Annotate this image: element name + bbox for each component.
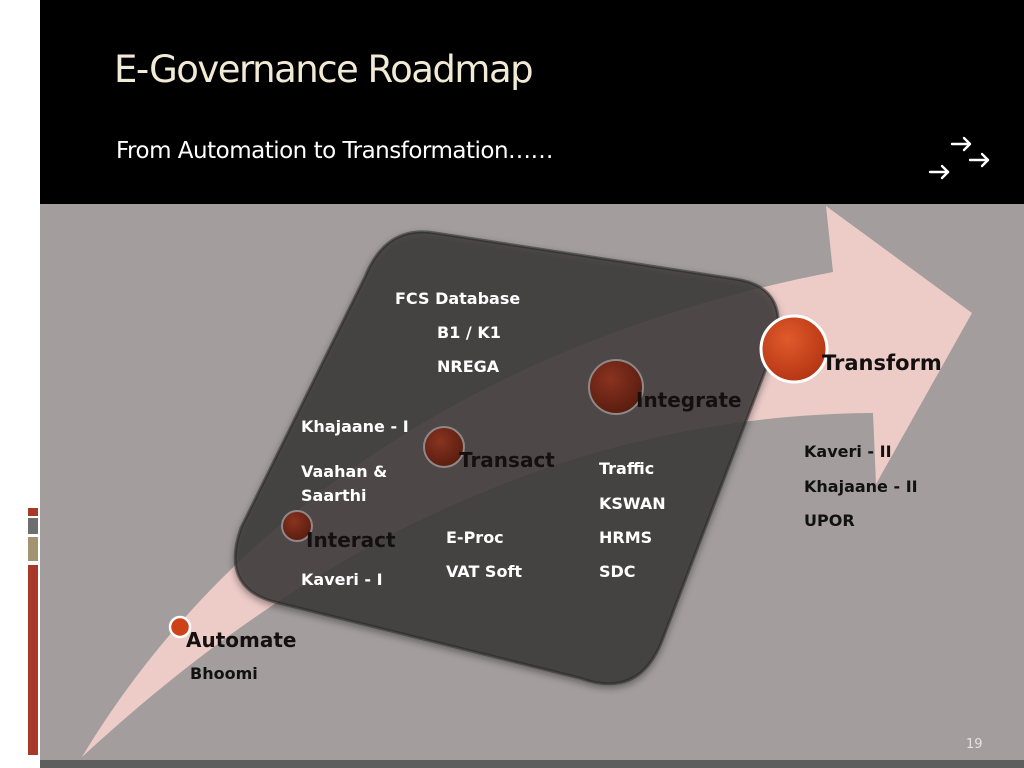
item-upor: UPOR — [804, 511, 855, 530]
stage-label-transform: Transform — [822, 351, 942, 375]
roadmap-panel — [233, 230, 780, 686]
item-hrms: HRMS — [599, 528, 653, 547]
integrate-dot — [588, 359, 644, 415]
item-kswan: KSWAN — [599, 494, 666, 513]
deco-block-red-long — [28, 565, 38, 755]
item-traffic: Traffic — [599, 459, 655, 478]
item-vaahan-saarthi: Vaahan & Saarthi — [301, 462, 388, 505]
deco-block-tan — [28, 537, 38, 561]
stage-label-automate: Automate — [186, 628, 297, 652]
item-kaveri-i: Kaveri - I — [301, 570, 383, 589]
triple-arrow-icon — [928, 136, 990, 180]
item-fcs-database: FCS Database — [395, 289, 521, 308]
transform-dot — [759, 314, 829, 384]
page-number: 19 — [966, 737, 983, 752]
transact-dot — [423, 426, 465, 468]
deco-block-grey — [28, 518, 38, 534]
item-b1-k1: B1 / K1 — [437, 323, 501, 342]
item-vat-soft: VAT Soft — [446, 562, 523, 581]
item-kaveri-ii: Kaveri - II — [804, 442, 892, 461]
slide-subtitle: From Automation to Transformation…… — [116, 138, 554, 164]
bottom-bar — [40, 760, 1024, 768]
stage-label-transact: Transact — [459, 448, 555, 472]
deco-block-red-top — [28, 508, 38, 516]
slide-title: E-Governance Roadmap — [114, 48, 534, 91]
automate-dot — [168, 615, 192, 639]
stage-label-integrate: Integrate — [636, 388, 742, 412]
interact-dot — [281, 510, 313, 542]
stage-label-interact: Interact — [306, 528, 396, 552]
item-khajaane-i: Khajaane - I — [301, 417, 409, 436]
item-khajaane-ii: Khajaane - II — [804, 477, 918, 496]
item-bhoomi: Bhoomi — [190, 664, 258, 683]
item-sdc: SDC — [599, 562, 636, 581]
item-e-proc: E-Proc — [446, 528, 504, 547]
header-band — [40, 0, 1024, 204]
item-nrega: NREGA — [437, 357, 500, 376]
